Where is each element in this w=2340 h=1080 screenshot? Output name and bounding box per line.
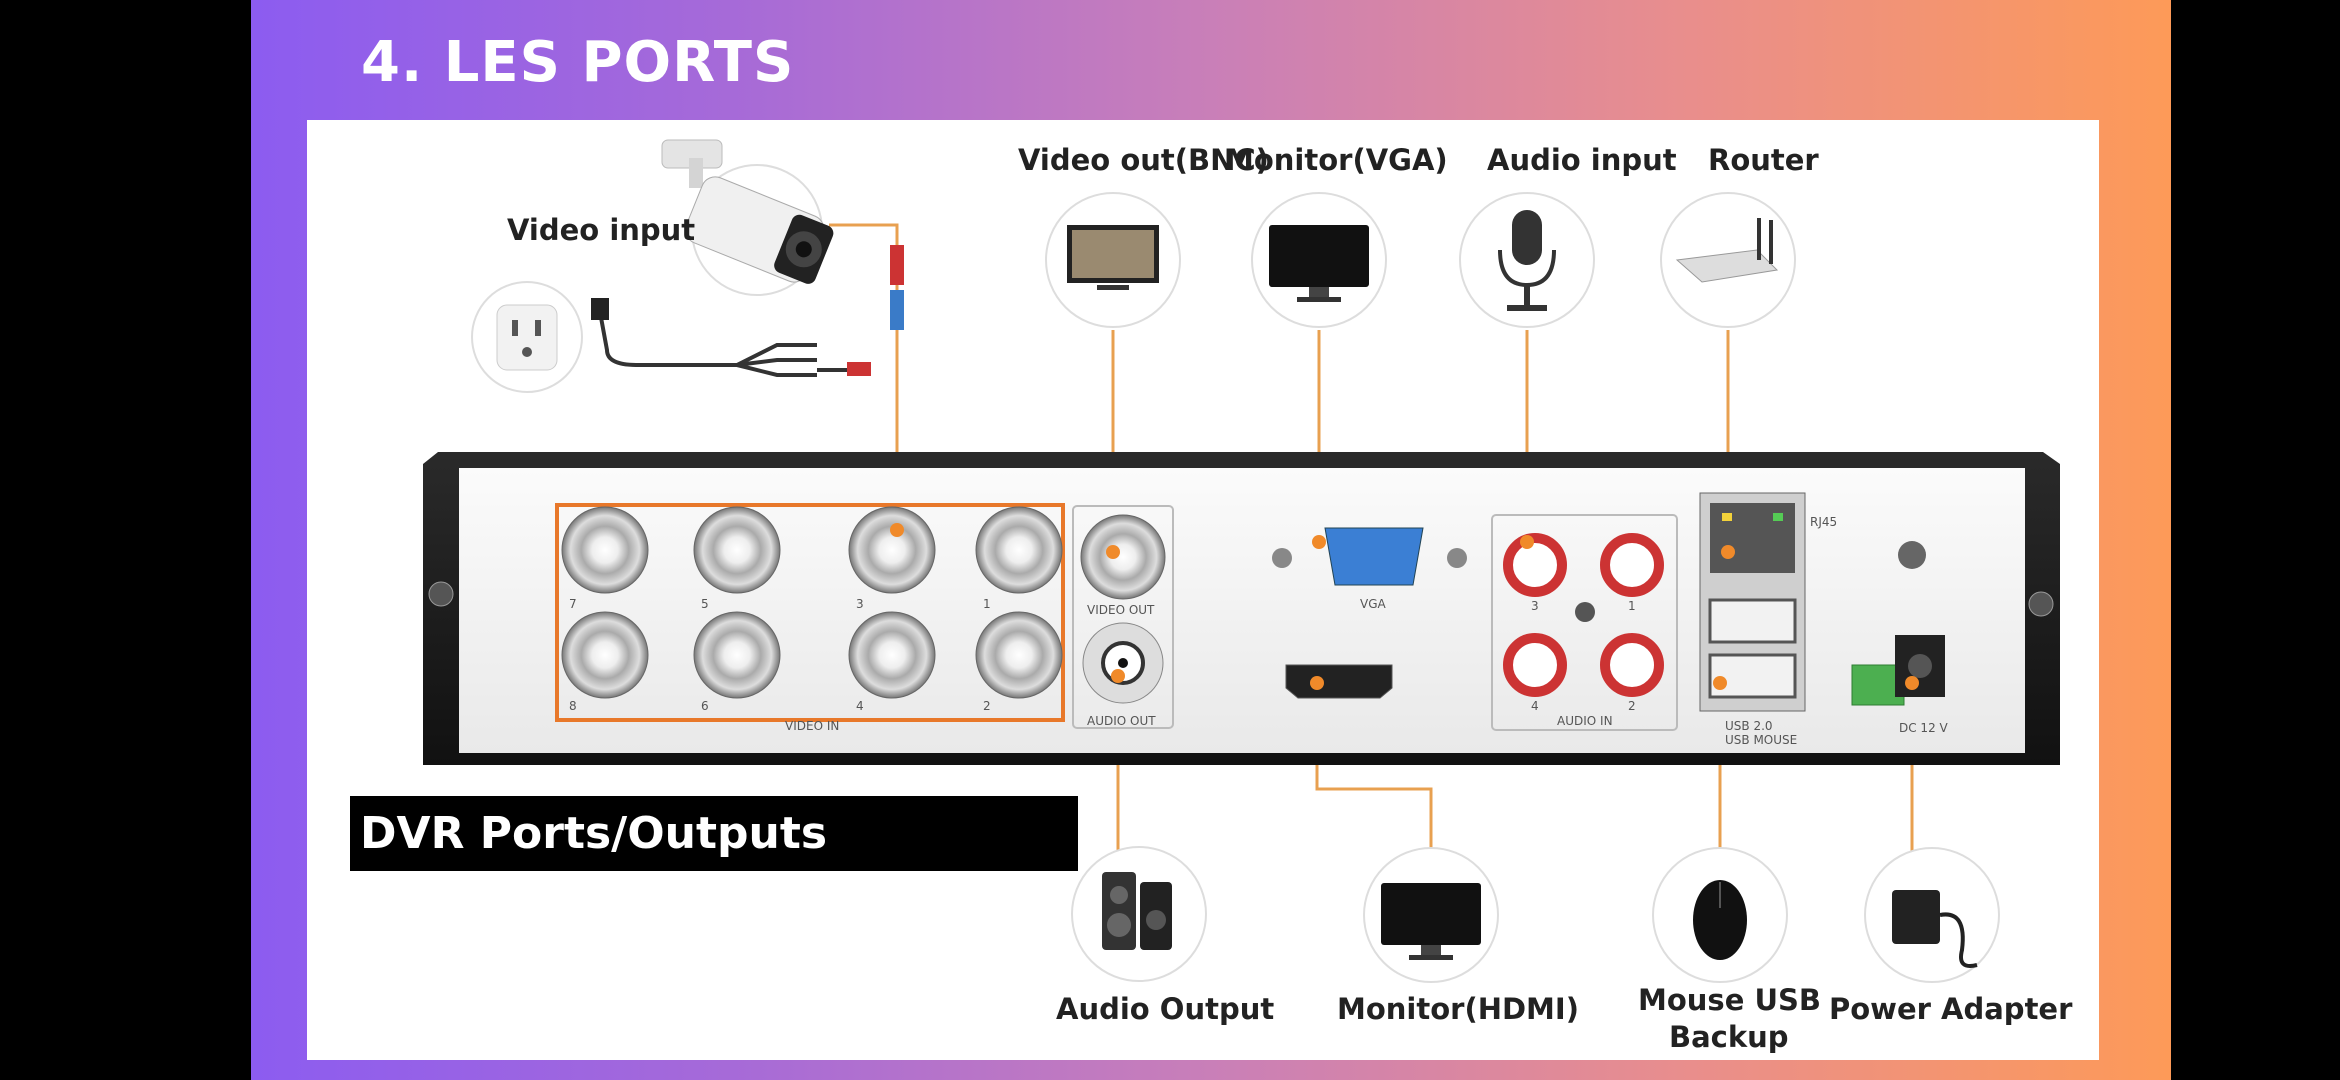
label-dc-port: DC 12 V xyxy=(1899,721,1949,735)
label-video-in-port: VIDEO IN xyxy=(785,719,839,733)
label-usb-1: USB 2.0 xyxy=(1725,719,1773,733)
label-video-out-bnc: Video out(BNC) xyxy=(1018,143,1269,177)
port-label: 4 xyxy=(1531,699,1539,713)
usb-port-1 xyxy=(1708,598,1797,644)
port-label: 7 xyxy=(569,597,577,611)
label-video-input: Video input xyxy=(507,213,695,247)
power-outlet-icon xyxy=(471,281,583,393)
router-icon xyxy=(1660,192,1796,328)
label-mouse-usb-line2: Backup xyxy=(1669,1020,1789,1054)
video-in-highlight-box xyxy=(555,503,1065,722)
video-in-bnc-ports xyxy=(561,506,1063,699)
speaker-icon xyxy=(1071,846,1207,982)
channel-labels: 7 5 3 1 8 6 4 2 xyxy=(569,597,991,713)
label-monitor-vga: Monitor(VGA) xyxy=(1225,143,1448,177)
port-label: 4 xyxy=(856,699,864,713)
line-video-input xyxy=(829,223,899,530)
slide: 4. LES PORTS xyxy=(251,0,2171,1080)
dvr-ports-banner: DVR Ports/Outputs Explained xyxy=(350,796,1078,934)
port-label: 3 xyxy=(1531,599,1539,613)
label-audio-out-port: AUDIO OUT xyxy=(1087,714,1156,728)
label-video-out-port: VIDEO OUT xyxy=(1087,603,1155,617)
vga-monitor-icon xyxy=(1251,192,1387,328)
slide-title: 4. LES PORTS xyxy=(361,30,795,95)
vga-port xyxy=(1324,527,1424,586)
usb-port-2 xyxy=(1708,653,1797,699)
port-label: 5 xyxy=(701,597,709,611)
label-mouse-usb-line1: Mouse USB xyxy=(1638,983,1821,1017)
label-audio-output: Audio Output xyxy=(1056,992,1274,1026)
video-audio-out-box xyxy=(1072,505,1174,729)
camera-icon xyxy=(661,139,834,296)
video-out-bnc-port xyxy=(1080,514,1166,600)
audio-in-rca-ports xyxy=(1503,533,1664,697)
label-monitor-hdmi: Monitor(HDMI) xyxy=(1337,992,1579,1026)
rca-plug-icon xyxy=(847,362,871,376)
adapter-plug-icon xyxy=(591,298,609,320)
label-usb-2: USB MOUSE xyxy=(1725,733,1797,747)
port-label: 6 xyxy=(701,699,709,713)
label-router: Router xyxy=(1708,143,1819,177)
port-label: 8 xyxy=(569,699,577,713)
port-label: 1 xyxy=(983,597,991,611)
connector-dots xyxy=(890,523,1919,690)
label-vga-port: VGA xyxy=(1360,597,1387,611)
bnc-plug-icon xyxy=(890,245,904,330)
hdmi-port xyxy=(1285,664,1393,699)
tv-icon xyxy=(1045,192,1181,328)
audio-in-box xyxy=(1491,514,1678,731)
microphone-icon xyxy=(1459,192,1595,328)
mouse-icon xyxy=(1652,847,1788,983)
port-label: 2 xyxy=(983,699,991,713)
port-label: 2 xyxy=(1628,699,1636,713)
port-label: 1 xyxy=(1628,599,1636,613)
vga-screw-right xyxy=(1447,548,1467,568)
label-power-adapter: Power Adapter xyxy=(1829,992,2073,1026)
vga-screw-left xyxy=(1272,548,1292,568)
label-rj45: RJ45 xyxy=(1810,515,1837,529)
label-audio-in-port: AUDIO IN xyxy=(1557,714,1613,728)
hdmi-monitor-icon xyxy=(1363,847,1499,983)
diagram-panel: Video input Video out(BNC) Monitor(VGA) xyxy=(307,120,2099,1060)
label-audio-input: Audio input xyxy=(1487,143,1677,177)
ground-screw xyxy=(1898,541,1926,569)
dvr-diagram: Video input Video out(BNC) Monitor(VGA) xyxy=(423,139,2073,1054)
cable-icon xyxy=(598,311,867,377)
power-adapter-icon xyxy=(1864,847,2000,983)
port-label: 3 xyxy=(856,597,864,611)
